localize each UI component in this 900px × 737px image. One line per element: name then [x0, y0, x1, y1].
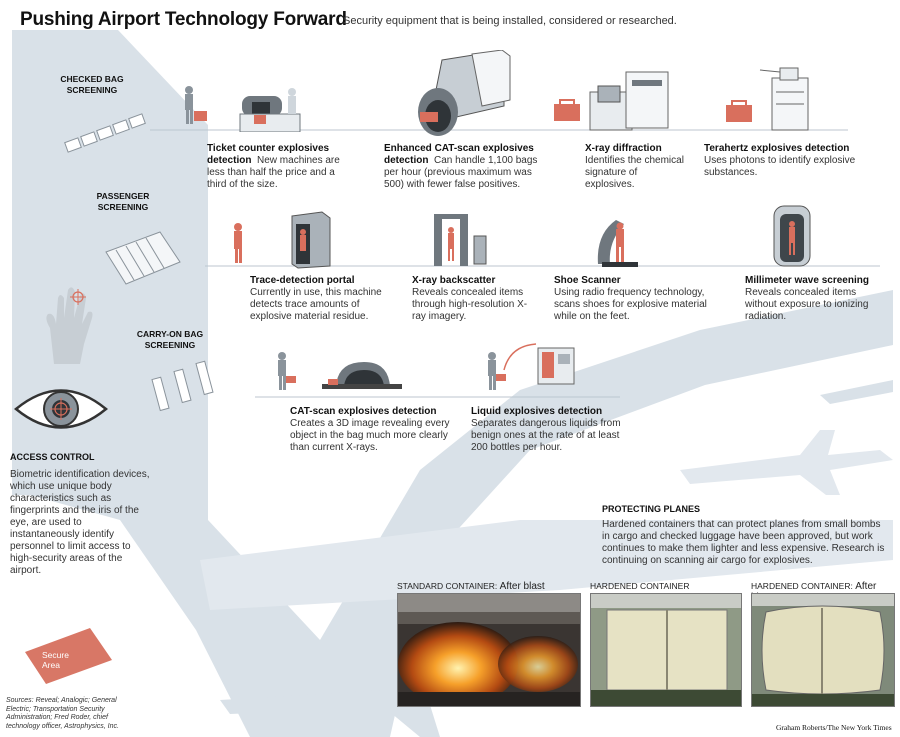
- shoe-scanner-illustration: [597, 220, 638, 267]
- xray-backscatter-item: X-ray backscatter Reveals concealed item…: [412, 275, 532, 323]
- item-desc: Using radio frequency technology, scans …: [554, 287, 707, 322]
- item-desc: Can handle 1,100 bags per hour (previous…: [384, 155, 538, 190]
- page-title: Pushing Airport Technology Forward: [20, 9, 347, 30]
- xray-backscatter-illustration: [434, 214, 487, 266]
- photo-caption-hardened: HARDENED CONTAINER: [590, 581, 690, 591]
- millimeter-wave-illustration: [773, 205, 811, 267]
- item-title: Liquid explosives detection: [471, 406, 603, 417]
- screening-lanes: [105, 231, 181, 285]
- secure-area-shape: [25, 628, 112, 684]
- sources-note: Sources: Reveal; Analogic; General Elect…: [6, 697, 119, 730]
- ticket-counter-machine-illustration: [185, 86, 301, 132]
- item-desc: Uses photons to identify explosive subst…: [704, 155, 856, 178]
- item-desc: Reveals concealed items without exposure…: [745, 287, 869, 322]
- item-title: CAT-scan explosives detection: [290, 406, 437, 417]
- carryon-cat-scan-item: CAT-scan explosives detection Creates a …: [290, 406, 450, 454]
- xray-diffraction-item: X-ray diffraction Identifies the chemica…: [585, 143, 685, 191]
- terahertz-item: Terahertz explosives detection Uses phot…: [704, 143, 864, 179]
- caption-prefix: STANDARD CONTAINER:: [397, 581, 498, 591]
- item-desc: Identifies the chemical signature of exp…: [585, 155, 684, 190]
- liquid-detection-item: Liquid explosives detection Separates da…: [471, 406, 636, 454]
- photo-hardened-container-blast: [751, 593, 895, 707]
- page-subtitle: Security equipment that is being install…: [343, 15, 677, 27]
- enhanced-cat-scan-item: Enhanced CAT-scan explosives detection C…: [384, 143, 544, 191]
- carryon-cat-scan-illustration: [278, 352, 402, 390]
- caption-prefix: HARDENED CONTAINER: [590, 581, 690, 591]
- checked-bags-belt: [64, 113, 146, 153]
- shoe-scanner-item: Shoe Scanner Using radio frequency techn…: [554, 275, 719, 323]
- section-passenger: PASSENGER SCREENING: [96, 191, 150, 212]
- carryon-belts: [151, 360, 214, 412]
- terahertz-illustration: [726, 67, 809, 131]
- trace-portal-item: Trace-detection portal Currently in use,…: [250, 275, 385, 323]
- caption-suffix: After blast: [499, 581, 545, 592]
- item-title: Trace-detection portal: [250, 275, 355, 286]
- item-desc: Creates a 3D image revealing every objec…: [290, 418, 450, 453]
- item-title: Millimeter wave screening: [745, 275, 869, 286]
- ticket-counter-item: Ticket counter explosives detection New …: [207, 143, 342, 191]
- item-title: X-ray backscatter: [412, 275, 496, 286]
- item-title: X-ray diffraction: [585, 143, 662, 154]
- photo-credit: Graham Roberts/The New York Times: [776, 723, 892, 732]
- item-title: Shoe Scanner: [554, 275, 621, 286]
- millimeter-wave-item: Millimeter wave screening Reveals concea…: [745, 275, 885, 323]
- fingerprint-hand-icon: [46, 287, 93, 364]
- secure-area-label: Secure Area: [42, 650, 69, 670]
- wing-band: [200, 520, 893, 610]
- plane-silhouette-right: [680, 430, 893, 495]
- item-desc: Separates dangerous liquids from benign …: [471, 418, 621, 453]
- item-title: Terahertz explosives detection: [704, 143, 850, 154]
- liquid-detection-illustration: [488, 343, 575, 390]
- item-title: Ticket counter explosives detection: [207, 143, 330, 166]
- item-title: Enhanced CAT-scan explosives detection: [384, 143, 534, 166]
- caption-prefix: HARDENED CONTAINER:: [751, 581, 853, 591]
- enhanced-cat-scan-illustration: [418, 50, 511, 136]
- plane-silhouette-far: [820, 380, 893, 404]
- access-control-body: Biometric identification devices, which …: [10, 469, 150, 576]
- item-desc: New machines are less than half the pric…: [207, 155, 340, 190]
- section-checked-bag: CHECKED BAG SCREENING: [60, 74, 124, 95]
- protecting-planes-title: PROTECTING PLANES: [602, 504, 701, 514]
- trace-portal-illustration: [234, 211, 331, 269]
- iris-eye-icon: [14, 389, 108, 429]
- photo-caption-standard: STANDARD CONTAINER: After blast: [397, 581, 545, 592]
- section-carryon: CARRY-ON BAG SCREENING: [136, 329, 204, 350]
- item-desc: Currently in use, this machine detects t…: [250, 287, 382, 322]
- photo-hardened-container: [590, 593, 742, 707]
- xray-diffraction-illustration: [554, 71, 669, 131]
- item-desc: Reveals concealed items through high-res…: [412, 287, 528, 322]
- access-control-title: ACCESS CONTROL: [10, 452, 95, 462]
- protecting-planes-body: Hardened containers that can protect pla…: [602, 519, 885, 566]
- photo-standard-container-blast: [397, 593, 581, 707]
